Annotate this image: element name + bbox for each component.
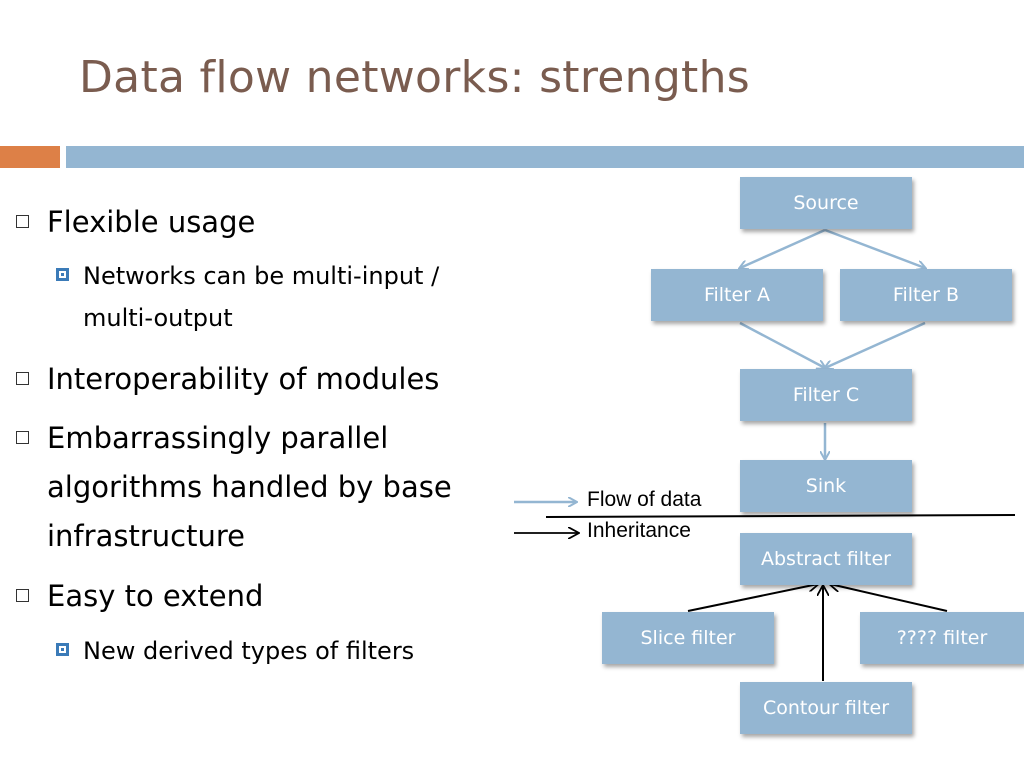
- hollow-square-bullet-icon: [16, 431, 29, 444]
- inheritance-arrow-slice: [687, 584, 818, 612]
- subbullet-text: Networks can be multi-input /: [83, 262, 440, 290]
- node-contour-filter: Contour filter: [740, 682, 912, 734]
- bullet-text: Interoperability of modules: [47, 362, 440, 396]
- inheritance-arrow-unknown: [830, 584, 948, 612]
- separator-line: [545, 514, 1016, 518]
- hollow-square-bullet-icon: [16, 589, 29, 602]
- flow-arrow-source-to-filter-a: [740, 228, 826, 268]
- hollow-square-bullet-icon: [16, 215, 29, 228]
- bullet-text: Easy to extend: [47, 579, 264, 613]
- node-unknown-filter: ???? filter: [860, 612, 1024, 664]
- hollow-square-bullet-icon: [16, 372, 29, 385]
- node-sink: Sink: [740, 460, 912, 512]
- node-abstract-filter: Abstract filter: [740, 533, 912, 585]
- square-subbullet-icon: [56, 643, 69, 656]
- bullet-text: Flexible usage: [47, 205, 256, 239]
- subbullet-text: New derived types of filters: [83, 637, 415, 665]
- node-slice-filter: Slice filter: [602, 612, 774, 664]
- node-filter-b: Filter B: [840, 269, 1012, 321]
- bullet-text-continued: infrastructure: [47, 519, 245, 553]
- accent-bar-orange: [0, 146, 60, 168]
- accent-bar-blue: [66, 146, 1024, 168]
- flow-arrow-filter-b-to-filter-c: [825, 321, 926, 368]
- node-source: Source: [740, 177, 912, 229]
- bullet-text: Embarrassingly parallel: [47, 421, 389, 455]
- slide-title: Data flow networks: strengths: [79, 52, 751, 103]
- node-filter-a: Filter A: [651, 269, 823, 321]
- bullet-text-continued: algorithms handled by base: [47, 470, 452, 504]
- flow-arrow-source-to-filter-b: [824, 228, 925, 268]
- legend-flow-label: Flow of data: [587, 488, 702, 511]
- flow-arrow-filter-a-to-filter-c: [739, 321, 825, 368]
- legend-inheritance-label: Inheritance: [587, 519, 691, 542]
- node-filter-c: Filter C: [740, 369, 912, 421]
- square-subbullet-icon: [56, 268, 69, 281]
- subbullet-text-continued: multi-output: [83, 304, 233, 332]
